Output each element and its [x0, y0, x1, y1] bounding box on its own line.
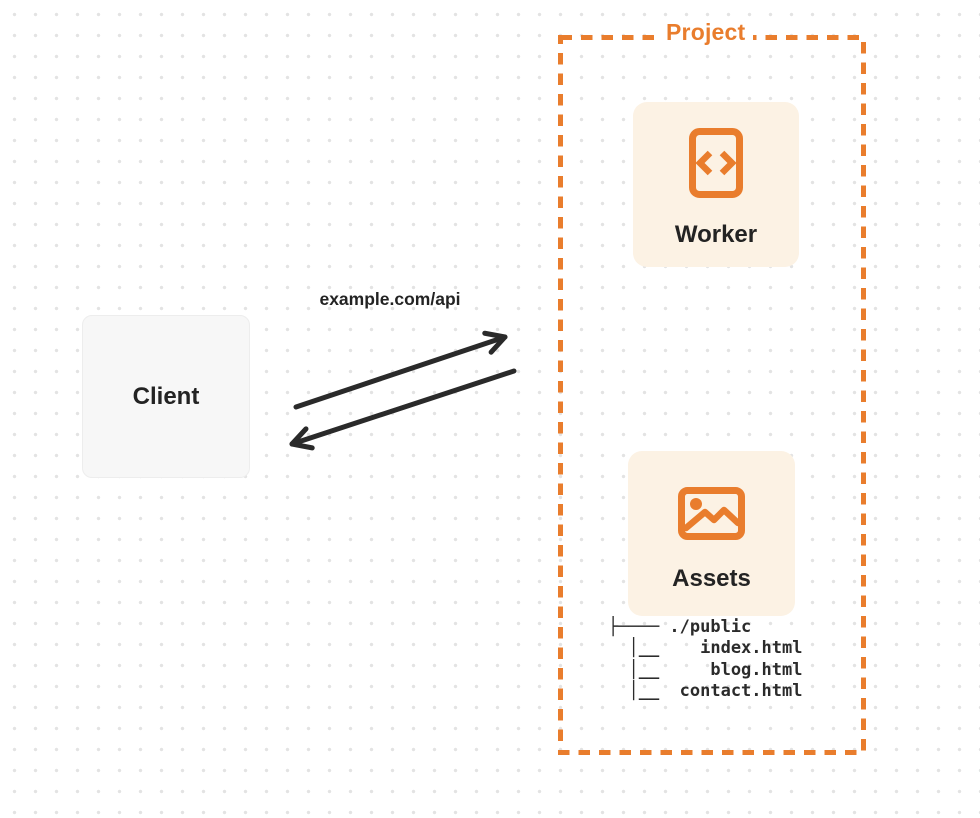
request-arrow	[293, 330, 508, 410]
request-url-label: example.com/api	[319, 289, 461, 309]
worker-label: Worker	[674, 221, 758, 248]
assets-label: Assets	[672, 565, 751, 592]
client-node: Client	[82, 315, 250, 478]
client-label: Client	[132, 382, 200, 410]
assets-node: Assets	[628, 451, 795, 616]
code-file-icon	[689, 128, 743, 198]
project-label: Project	[658, 19, 754, 46]
file-tree: ├──── ./public │__ index.html │__ blog.h…	[608, 617, 803, 701]
worker-node: Worker	[633, 102, 799, 267]
response-arrow	[289, 368, 517, 451]
image-icon	[678, 487, 745, 540]
